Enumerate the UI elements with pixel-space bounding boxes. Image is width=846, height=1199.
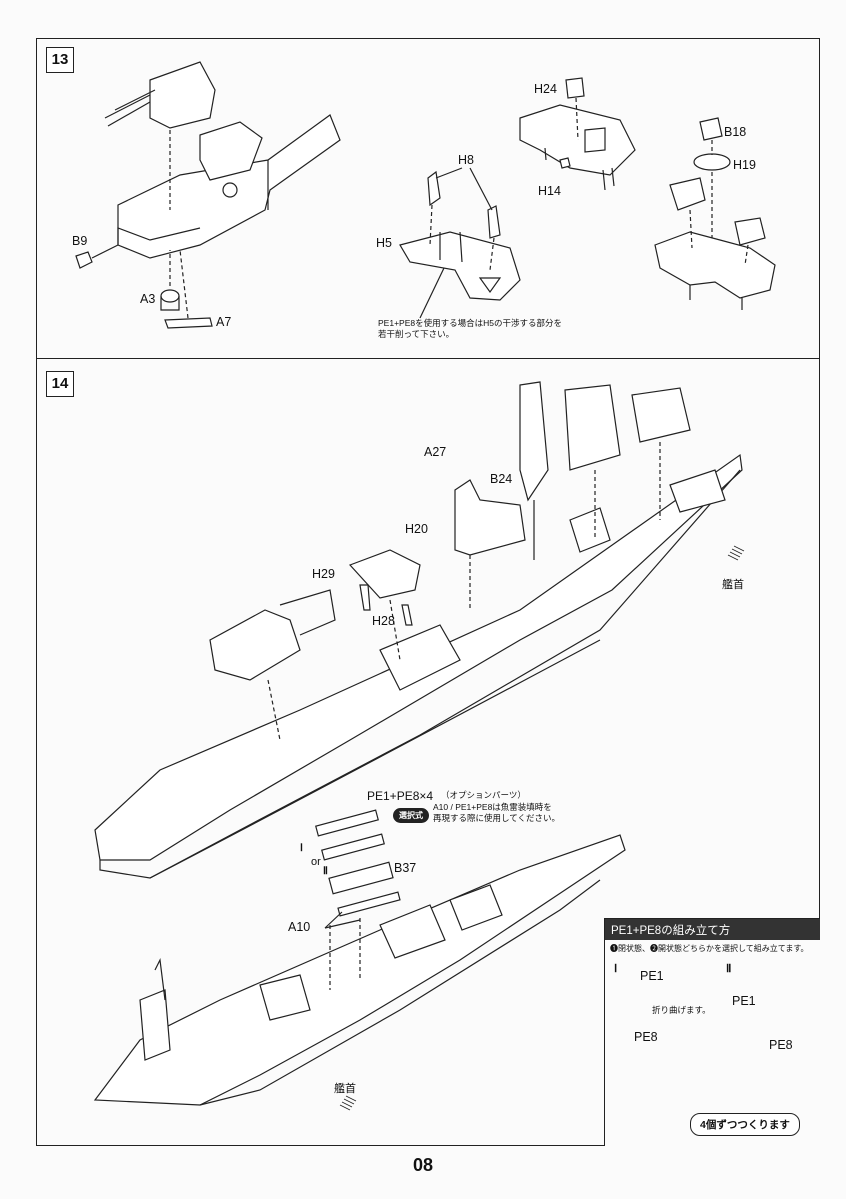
pe-panel-subtitle: ❶閉状態、❷開状態どちらかを選択して組み立てます。 (610, 944, 809, 953)
label-bow-top: 艦首 (722, 579, 744, 591)
panel-fold-note: 折り曲げます。 (652, 1005, 711, 1015)
panel-col2-pe8: PE8 (769, 1038, 793, 1052)
page-number: 08 (412, 1155, 434, 1175)
step-divider (36, 358, 820, 359)
label-a27: A27 (424, 445, 447, 459)
label-h19: H19 (733, 158, 756, 172)
panel-roman-one: Ⅰ (614, 963, 618, 975)
label-b18: B18 (724, 125, 747, 139)
step13-note-1: PE1+PE8を使用する場合はH5の干渉する部分を (378, 318, 562, 328)
label-h29: H29 (312, 567, 335, 581)
label-h8: H8 (458, 153, 474, 167)
step-14-number: 14 (46, 371, 74, 397)
label-b24: B24 (490, 472, 513, 486)
h5-part (399, 231, 521, 301)
step-13-number: 13 (46, 47, 74, 73)
label-b9: B9 (72, 234, 88, 248)
label-h14: H14 (538, 184, 561, 198)
turret-part (149, 61, 216, 129)
roman-one: Ⅰ (300, 843, 303, 854)
selection-badge: 選択式 (393, 808, 429, 823)
label-or: or (311, 856, 321, 868)
option-desc-1: A10 / PE1+PE8は魚雷装填時を (433, 802, 552, 812)
panel-col1-pe1: PE1 (640, 969, 664, 983)
label-b37: B37 (394, 861, 417, 875)
label-h28: H28 (372, 614, 395, 628)
label-a10: A10 (288, 920, 311, 934)
label-a7: A7 (216, 315, 232, 329)
panel-roman-two: Ⅱ (726, 963, 732, 975)
roman-two: Ⅱ (323, 866, 328, 877)
option-desc-2: 再現する際に使用してください。 (433, 813, 560, 823)
label-h5: H5 (376, 236, 392, 250)
instruction-frame (36, 38, 820, 1146)
label-h20: H20 (405, 522, 428, 536)
pe-assembly-panel: PE1+PE8の組み立て方 ❶閉状態、❷開状態どちらかを選択して組み立てます。 (604, 918, 820, 1146)
option-title: PE1+PE8×4 (367, 789, 434, 803)
label-h24: H24 (534, 82, 557, 96)
pe-panel-title: PE1+PE8の組み立て方 (605, 919, 820, 940)
label-a3: A3 (140, 292, 156, 306)
panel-col2-pe1: PE1 (732, 994, 756, 1008)
step13-note-2: 若干削って下さい。 (378, 329, 455, 339)
panel-col1-pe8: PE8 (634, 1030, 658, 1044)
option-subtitle: （オプションパーツ） (441, 790, 526, 800)
make-four-badge: 4個ずつつくります (690, 1113, 800, 1136)
label-bow-bottom: 艦首 (334, 1083, 356, 1095)
